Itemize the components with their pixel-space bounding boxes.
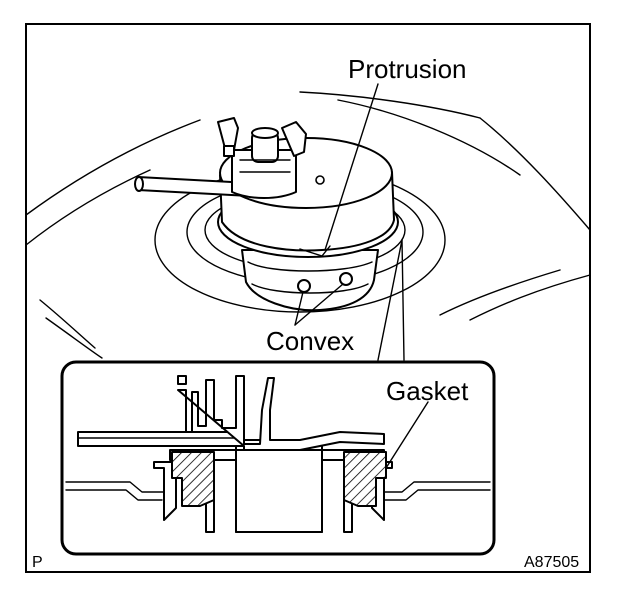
upper-perspective-view bbox=[25, 91, 591, 359]
connector-tab bbox=[177, 375, 187, 385]
cross-section-detail bbox=[65, 375, 491, 533]
gasket-label: Gasket bbox=[386, 376, 469, 406]
gasket-right-section bbox=[343, 451, 387, 507]
convex-mark-1 bbox=[297, 279, 311, 293]
protrusion-leader bbox=[324, 83, 379, 251]
connector-section bbox=[177, 375, 385, 451]
convex-mark-2 bbox=[339, 272, 353, 286]
convex-leader-2 bbox=[294, 283, 344, 326]
convex-leader-1 bbox=[294, 291, 304, 326]
detail-leader-left bbox=[377, 239, 403, 361]
gasket-left-section bbox=[171, 451, 215, 507]
protrusion-notch bbox=[299, 245, 331, 257]
detail-leader-right bbox=[401, 239, 405, 361]
cap-hole bbox=[315, 175, 325, 185]
pump-lower-body bbox=[241, 249, 379, 312]
gasket-leader bbox=[385, 401, 429, 469]
tank-outline bbox=[25, 119, 201, 216]
protrusion-label: Protrusion bbox=[348, 54, 467, 84]
connector-body bbox=[231, 149, 297, 199]
figure-id: A87505 bbox=[524, 554, 579, 571]
corner-label: P bbox=[32, 554, 43, 571]
convex-label: Convex bbox=[266, 326, 354, 356]
pipe-section bbox=[77, 431, 245, 447]
tank-panel-right bbox=[377, 481, 491, 493]
tank-panel-left bbox=[65, 481, 169, 493]
